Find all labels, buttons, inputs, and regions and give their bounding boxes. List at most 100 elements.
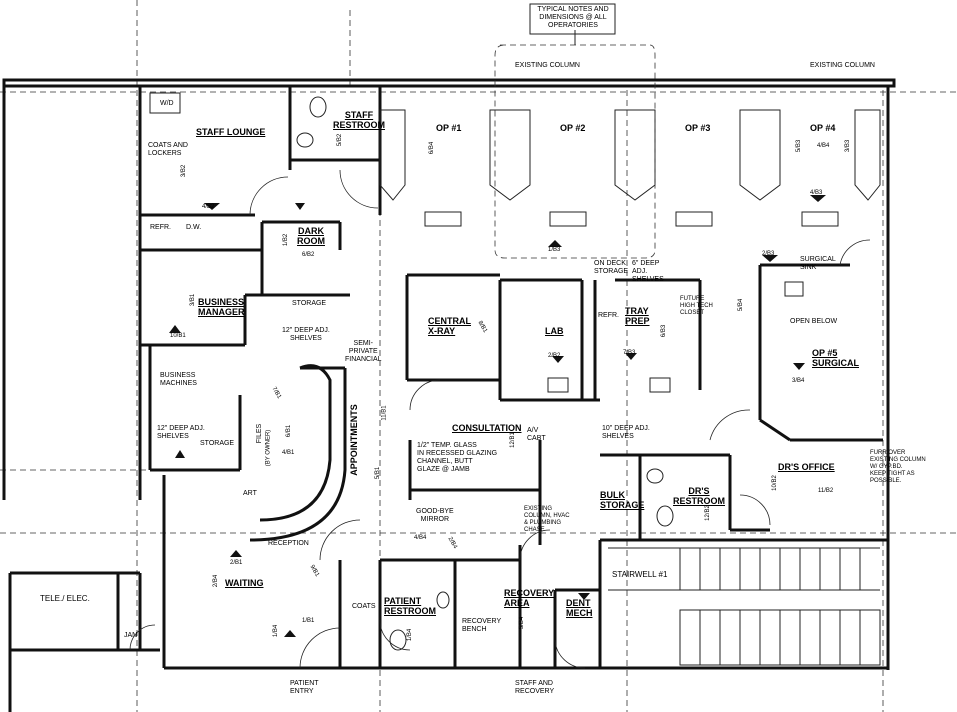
note-recovery-bench: RECOVERY BENCH	[462, 618, 501, 634]
note-semi-private: SEMI- PRIVATE FINANCIAL	[345, 340, 382, 364]
room-label-line: STORAGE	[600, 500, 645, 510]
tag-3b4: 3/B4	[792, 378, 805, 384]
room-business-manager: BUSINESS MANAGER	[198, 297, 245, 317]
tag-7b3: 7/B3	[623, 350, 636, 356]
tag-4b4b: 4/B4	[414, 535, 427, 541]
room-tele-elec: TELE./ ELEC.	[40, 594, 90, 603]
existing-column-label: EXISTING COLUMN	[515, 62, 580, 69]
note-furr-over: FURR OVER EXISTING COLUMN W/ GYP.BD. KEE…	[870, 450, 926, 485]
room-waiting: WAITING	[225, 578, 264, 588]
existing-column-label: EXISTING COLUMN	[810, 62, 875, 69]
room-drs-office: DR'S OFFICE	[778, 462, 835, 472]
note-adj-shelves-6: 6" DEEP ADJ. SHELVES	[632, 260, 664, 284]
tag-2b2: 2/B2	[548, 353, 561, 359]
tag-1b4b: 1/B4	[407, 628, 414, 642]
room-tray-prep: TRAY PREP	[625, 306, 650, 326]
tag-12b1: 12/B1	[509, 432, 516, 448]
room-drs-restroom: DR'S RESTROOM	[673, 486, 725, 506]
room-label-line: RESTROOM	[384, 606, 437, 616]
room-label-line: RESTROOM	[333, 120, 386, 130]
note-line: RECOVERY	[515, 688, 555, 695]
note-line: CHASE	[524, 527, 545, 533]
note-storage-shelf: STORAGE	[292, 300, 327, 307]
header-note-line: DIMENSIONS @ ALL	[539, 14, 607, 21]
note-line: HIGH TECH	[680, 303, 713, 309]
note-coats-lockers: COATS AND LOCKERS	[148, 142, 188, 158]
room-dent-mech: DENT MECH	[566, 598, 593, 618]
room-label-line: DARK	[298, 226, 324, 236]
operatory-callout-boundary	[494, 44, 656, 259]
room-label-line: ROOM	[297, 236, 325, 246]
room-label-line: X-RAY	[428, 326, 456, 336]
room-label-line: CENTRAL	[428, 316, 471, 326]
room-op1: OP #1	[436, 123, 462, 133]
tag-10b1: 10/B1	[170, 333, 186, 339]
note-adj-shelves-12: 12" DEEP ADJ. SHELVES	[282, 327, 330, 343]
room-label-line: TRAY	[625, 306, 649, 316]
header-note-line: TYPICAL NOTES AND	[537, 6, 609, 13]
note-line: FUTURE	[680, 296, 705, 302]
room-patient-restroom: PATIENT RESTROOM	[384, 596, 436, 616]
room-recovery-area: RECOVERY AREA	[504, 588, 554, 608]
room-consultation: CONSULTATION	[452, 423, 522, 433]
note-line: CHANNEL, BUTT	[417, 458, 473, 465]
tag-4b1: 4/B1	[282, 450, 295, 456]
tag-6b2: 6/B2	[302, 252, 315, 258]
note-adj-shelves-12b: 12" DEEP ADJ. SHELVES	[157, 425, 205, 441]
room-label-line: BUSINESS	[198, 297, 245, 307]
exterior-walls	[2, 78, 896, 670]
room-label-line: MANAGER	[198, 307, 245, 317]
note-line: PATIENT	[290, 680, 319, 687]
note-on-deck-storage: ON DECK STORAGE	[594, 260, 628, 276]
room-appointments: APPOINTMENTS	[348, 404, 359, 476]
note-line: SHELVES	[157, 433, 189, 440]
tag-4b2: 4/B2	[202, 204, 215, 210]
room-op2: OP #2	[560, 123, 586, 133]
note-line: EXISTING COLUMN	[870, 457, 926, 463]
tag-4b3: 4/B3	[810, 190, 823, 196]
note-line: KEEP TIGHT AS	[870, 471, 915, 477]
room-op5-surgical: OP #5 SURGICAL	[812, 348, 859, 368]
tag-2b3: 2/B3	[762, 251, 775, 257]
note-av-cabt: A/V CABT	[527, 427, 546, 443]
tag-2b4: 2/B4	[213, 574, 220, 588]
tag-10b2: 10/B2	[771, 475, 778, 491]
note-line: SHELVES	[290, 335, 322, 342]
room-label-line: DR'S	[688, 486, 710, 496]
header-note-box	[529, 3, 616, 35]
room-label-line: BULK	[600, 490, 625, 500]
note-line: POSSIBLE.	[870, 478, 902, 484]
interior-walls	[8, 86, 883, 712]
note-line: BUSINESS	[160, 372, 196, 379]
note-line: CLOSET	[680, 310, 705, 316]
note-line: SEMI-	[353, 340, 373, 347]
note-line: EXISTING	[524, 506, 553, 512]
note-reception: RECEPTION	[268, 540, 309, 547]
note-refr: REFR.	[150, 224, 171, 231]
tag-5b4: 5/B4	[738, 298, 745, 312]
tag-1b2: 1/B2	[283, 233, 290, 247]
room-central-xray: CENTRAL X-RAY	[428, 316, 471, 336]
section-markers	[169, 195, 826, 637]
note-line: GLAZE @ JAMB	[417, 466, 470, 473]
room-dark-room: DARK ROOM	[297, 226, 325, 246]
note-patient-entry: PATIENT ENTRY	[290, 680, 319, 696]
tag-11b1: 11/B1	[381, 405, 388, 421]
tag-5b2: 5/B2	[337, 133, 344, 147]
note-line: MIRROR	[420, 516, 450, 523]
note-line: MACHINES	[160, 380, 197, 387]
room-op3: OP #3	[685, 123, 711, 133]
note-line: 12" DEEP ADJ.	[282, 327, 330, 334]
tag-11b2: 11/B2	[818, 488, 834, 494]
room-storage-left: STORAGE	[200, 440, 235, 447]
note-files: FILES	[256, 423, 264, 444]
note-line: CABT	[527, 435, 546, 442]
note-line: STAFF AND	[515, 680, 553, 687]
room-lab: LAB	[545, 326, 564, 336]
note-line: PRIVATE	[348, 348, 378, 355]
note-line: STORAGE	[594, 268, 629, 275]
tag-5b1: 5/B1	[375, 466, 382, 480]
tag-2b1: 2/B1	[230, 560, 243, 566]
room-bulk-storage: BULK STORAGE	[600, 490, 644, 510]
